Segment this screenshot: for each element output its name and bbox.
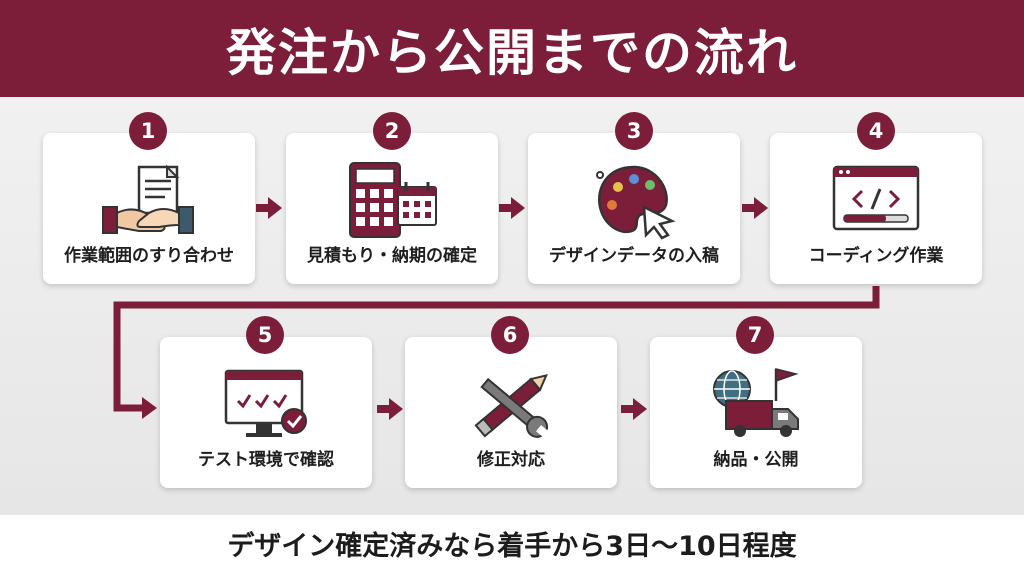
palette-cursor-icon <box>584 161 684 241</box>
arrow-5-6 <box>377 398 403 420</box>
step-badge-7: 7 <box>736 316 774 354</box>
footer-note-bar: デザイン確定済みなら着手から3日〜10日程度 <box>0 515 1024 572</box>
step-card-1: 作業範囲のすり合わせ <box>43 133 255 284</box>
handshake-document-icon <box>99 161 199 241</box>
step-badge-6: 6 <box>491 316 529 354</box>
step-badge-2: 2 <box>373 112 411 150</box>
calculator-calendar-icon <box>342 161 442 241</box>
monitor-check-icon <box>216 365 316 445</box>
step-badge-4: 4 <box>857 112 895 150</box>
step-label: コーディング作業 <box>808 246 944 266</box>
code-window-icon <box>826 161 926 241</box>
step-badge-5: 5 <box>246 316 284 354</box>
step-label: デザインデータの入稿 <box>549 246 719 266</box>
step-label: 修正対応 <box>477 450 545 470</box>
arrow-4-5 <box>113 286 880 412</box>
step-label: 作業範囲のすり合わせ <box>64 246 234 266</box>
step-label: 見積もり・納期の確定 <box>307 246 477 266</box>
step-card-2: 見積もり・納期の確定 <box>286 133 498 284</box>
footer-note: デザイン確定済みなら着手から3日〜10日程度 <box>227 531 797 562</box>
arrow-4-5-head <box>142 397 157 419</box>
step-badge-3: 3 <box>615 112 653 150</box>
arrow-6-7 <box>621 398 647 420</box>
arrow-3-4 <box>742 197 768 219</box>
arrow-2-3 <box>499 197 525 219</box>
step-label: 納品・公開 <box>713 450 799 470</box>
globe-truck-flag-icon <box>706 365 806 445</box>
step-card-6: 修正対応 <box>405 337 617 488</box>
step-card-5: テスト環境で確認 <box>160 337 372 488</box>
step-card-7: 納品・公開 <box>650 337 862 488</box>
step-label: テスト環境で確認 <box>198 450 334 470</box>
pencil-wrench-icon <box>461 365 561 445</box>
step-badge-1: 1 <box>129 112 167 150</box>
page-title: 発注から公開までの流れ <box>226 23 798 82</box>
arrow-1-2 <box>256 197 282 219</box>
header-banner: 発注から公開までの流れ <box>0 0 1024 97</box>
step-card-4: コーディング作業 <box>770 133 982 284</box>
step-card-3: デザインデータの入稿 <box>528 133 740 284</box>
